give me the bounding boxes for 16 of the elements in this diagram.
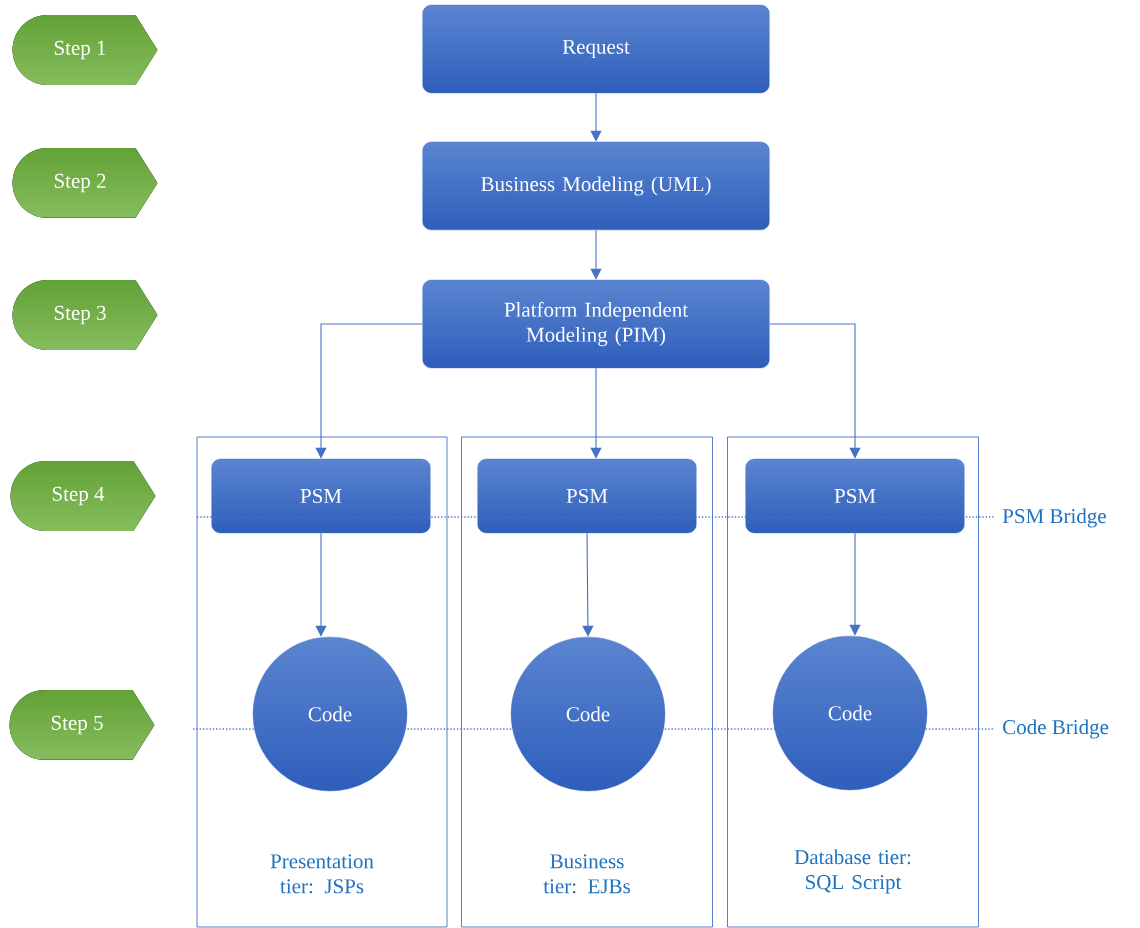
process-box: Platform Independent Modeling (PIM) [422,279,770,369]
bridge-label: PSM Bridge [1002,508,1106,528]
arrow [315,323,423,459]
arrow [590,92,602,142]
process-box: PSM [477,458,697,534]
process-box: PSM [745,458,965,534]
arrow [590,367,602,459]
arrow [769,323,861,459]
process-box: Business Modeling (UML) [422,141,770,231]
arrow [582,532,594,637]
arrow [849,532,861,636]
arrow [590,229,602,280]
process-box: PSM [211,458,431,534]
bridge-label: Code Bridge [1003,719,1109,739]
arrow [315,532,327,637]
process-box: Request [422,4,770,94]
